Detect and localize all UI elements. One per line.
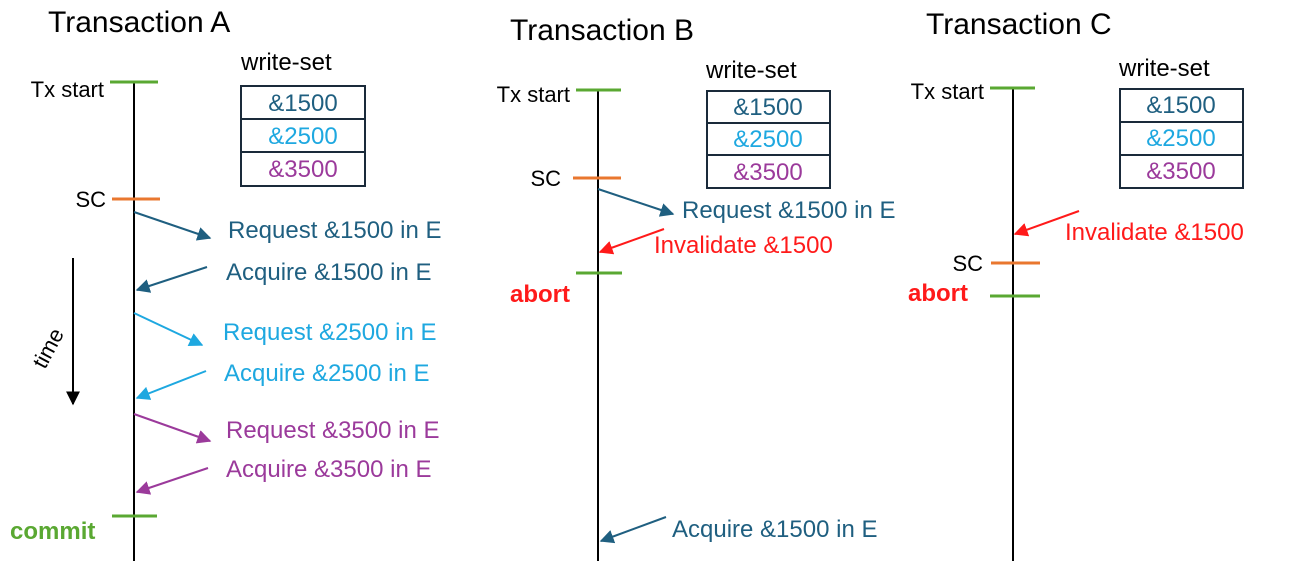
transaction-a-write-set-label: write-set [240,49,332,76]
acquire-3500-arrow [135,467,209,495]
transaction-c-write-set-label: write-set [1118,55,1210,82]
invalidate-1500-message: Invalidate &1500 [1065,219,1244,246]
transaction-c-tx-start: Tx start [911,79,984,104]
request-1500-arrow [597,188,675,217]
request-2500-arrow [133,312,204,346]
write-set-box [706,90,831,189]
write-set-entry: &1500 [1146,92,1215,119]
request-3500-message: Request &3500 in E [226,417,439,444]
request-1500-arrow [133,211,212,241]
transaction-b-write-set: &1500 &2500 &3500 [706,90,831,189]
write-set-entry: &2500 [268,123,337,150]
transaction-a-title: Transaction A [48,6,230,39]
request-1500-message: Request &1500 in E [682,197,895,224]
transaction-b-tx-start: Tx start [497,82,570,107]
acquire-1500-message: Acquire &1500 in E [226,259,431,286]
acquire-1500-message: Acquire &1500 in E [672,516,877,543]
transaction-c-sc-label: SC [952,251,983,276]
transaction-b-write-set-label: write-set [705,57,797,84]
acquire-2500-message: Acquire &2500 in E [224,360,429,387]
write-set-entry: &1500 [733,94,802,121]
acquire-1500-arrow [599,516,667,544]
transaction-a-sc-label: SC [75,187,106,212]
write-set-entry: &2500 [733,126,802,153]
invalidate-1500-arrow [1013,210,1080,237]
write-set-box [1119,88,1244,189]
write-set-entry: &3500 [733,159,802,186]
transaction-a-commit: commit [10,518,95,545]
request-2500-message: Request &2500 in E [223,319,436,346]
write-set-entry: &1500 [268,90,337,117]
transaction-b-title: Transaction B [510,14,694,47]
write-set-entry: &2500 [1146,125,1215,152]
transaction-b-sc-label: SC [530,166,561,191]
request-3500-arrow [133,413,212,444]
transaction-a: Transaction A Tx start SC commit write-s… [10,6,441,561]
write-set-entry: &3500 [1146,158,1215,185]
invalidate-1500-arrow [598,228,665,255]
request-1500-message: Request &1500 in E [228,217,441,244]
transaction-a-tx-start: Tx start [31,77,104,102]
transaction-a-write-set: &1500 &2500 &3500 [240,85,366,187]
acquire-2500-arrow [135,370,207,400]
transaction-c-title: Transaction C [926,8,1112,41]
transaction-b: Transaction B Tx start SC abort write-se… [497,14,895,561]
acquire-3500-message: Acquire &3500 in E [226,456,431,483]
write-set-box [240,85,366,187]
invalidate-1500-message: Invalidate &1500 [654,232,833,259]
transaction-c-abort: abort [908,280,968,307]
transaction-b-abort: abort [510,281,570,308]
write-set-entry: &3500 [268,156,337,183]
acquire-1500-arrow [135,266,208,293]
time-label: time [27,324,69,372]
transaction-c-write-set: &1500 &2500 &3500 [1119,88,1244,189]
transaction-c: Transaction C Tx start SC abort write-se… [908,8,1244,561]
